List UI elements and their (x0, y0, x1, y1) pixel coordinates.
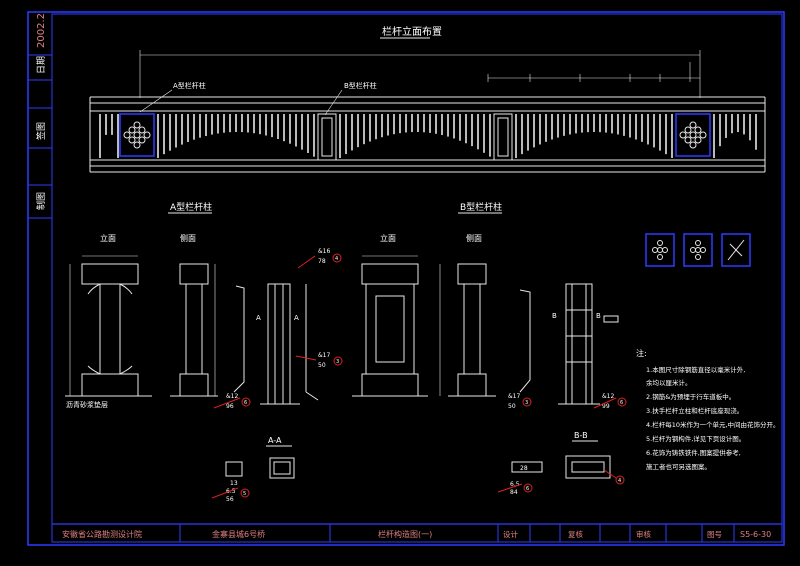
note-1b: 余均以厘米计。 (646, 378, 692, 387)
drawing-name: 栏杆构造图(一) (378, 529, 432, 539)
col-a-bar1-id: 4 (335, 256, 338, 262)
ornament-swatch-3 (721, 233, 751, 267)
section-bb-bar-len: 84 (510, 489, 518, 496)
post-b-left (317, 113, 337, 161)
elevation-title: 栏杆立面布置 (382, 25, 442, 38)
post-b-right (493, 113, 513, 161)
col-a-bar2-len: 50 (318, 362, 326, 369)
col-a-bar2-id: 3 (336, 359, 339, 365)
org-name: 安徽省公路勘测设计院 (62, 529, 142, 539)
handrail (89, 96, 766, 173)
col-b-side-label: 侧面 (466, 233, 482, 243)
outer-border (27, 11, 785, 546)
col-a-bar1-len: 78 (318, 258, 326, 265)
col-a-title: A型栏杆柱 (170, 201, 212, 213)
col-b-front-view (352, 255, 428, 397)
col-a-front-view (65, 255, 152, 397)
col-b-rebar (519, 283, 619, 405)
note-6b: 施工者也可另选图案。 (646, 462, 711, 471)
col-a-section-mark-left: A (256, 314, 261, 322)
elevation-label-b: B型栏杆柱 (344, 81, 377, 90)
col-a-bar3-len: 96 (226, 403, 234, 410)
ornament-swatch-2 (683, 233, 713, 267)
col-b-bar2: &12 (602, 393, 614, 400)
col-a-side-label: 侧面 (180, 233, 196, 243)
col-b-title: B型栏杆柱 (460, 201, 502, 213)
section-aa-drawing (225, 457, 295, 479)
drawing-number: S5-6-30 (740, 530, 771, 539)
section-aa-bar-id: 5 (243, 491, 246, 497)
col-a-rebar (233, 283, 319, 405)
col-b-section-mark-left: B (552, 312, 557, 320)
section-aa-title: A-A (268, 436, 282, 445)
col-a-base-note: 沥青砂浆垫层 (66, 400, 108, 409)
section-bb-bar-id: 6 (526, 486, 529, 492)
col-b-bar1-len: 50 (508, 403, 516, 410)
elevation-dimensions (139, 50, 701, 98)
col-a-bar3: &12 (226, 393, 238, 400)
note-3: 3.扶手栏杆立柱和栏杆底座现浇。 (646, 406, 743, 415)
ornament-panel-right (675, 113, 711, 157)
review-label: 复核 (568, 529, 583, 539)
col-b-section-mark-right: B (596, 312, 601, 320)
section-bb-dim: 28 (520, 465, 528, 472)
note-4: 4.栏杆每10米作为一个单元,中间由花饰分开。 (646, 420, 780, 429)
ornament-swatch-1 (645, 233, 675, 267)
section-aa-bar: 6.5 (226, 488, 236, 495)
side-strip: 2002.2 日期 签图 制图 (28, 13, 52, 219)
col-a-side-view (170, 263, 218, 397)
col-a-front-label: 立面 (100, 233, 116, 243)
section-bb-mark: 4 (618, 478, 621, 484)
balusters (99, 114, 757, 158)
inner-border (51, 13, 783, 543)
side-label-draw: 制图 (35, 192, 47, 210)
elevation-label-a: A型栏杆柱 (173, 81, 206, 90)
project-name: 金寨县城6号桥 (212, 529, 265, 539)
note-5: 5.栏杆为钢构件,详见下页设计图。 (646, 434, 745, 443)
col-b-bar2-id: 6 (620, 400, 623, 406)
col-b-bar2-len: 99 (602, 403, 610, 410)
col-b-bar1: &17 (508, 393, 520, 400)
section-aa-dim: 13 (230, 480, 238, 487)
col-b-front-label: 立面 (380, 233, 396, 243)
note-2: 2.钢筋&为预埋于行车道板中。 (646, 392, 735, 401)
notes-heading: 注: (636, 348, 647, 358)
side-date-value: 2002.2 (36, 13, 47, 48)
section-bb-bar: 6.5 (510, 481, 520, 488)
col-a-bar3-id: 6 (244, 400, 247, 406)
section-bb-title: B-B (574, 431, 588, 440)
section-bb-drawing (511, 455, 611, 479)
title-block (52, 523, 782, 542)
design-label: 设计 (503, 529, 518, 539)
number-label: 图号 (707, 530, 722, 539)
col-a-bar2: &17 (318, 352, 330, 359)
approve-label: 审核 (636, 529, 651, 539)
col-b-bar1-id: 3 (525, 400, 528, 406)
col-b-side-view (439, 263, 496, 397)
col-a-bar1: &16 (318, 248, 330, 255)
ornament-panel-left (119, 113, 155, 157)
side-label-date: 日期 (36, 56, 47, 74)
note-1: 1.本图尺寸除钢筋直径以毫米计外, (646, 365, 745, 374)
side-label-sign: 签图 (35, 122, 47, 140)
col-a-section-mark-right: A (294, 314, 299, 322)
section-aa-bar-len: 56 (226, 496, 234, 503)
note-6: 6.花饰为铸铁铁件,图案提供参考, (646, 448, 741, 457)
